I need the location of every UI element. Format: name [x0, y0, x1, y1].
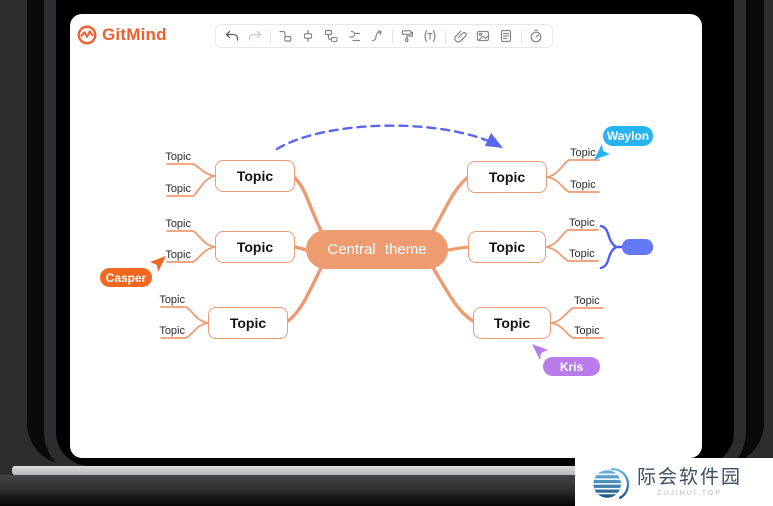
subtopic-label[interactable]: Topic: [159, 325, 185, 337]
kris-cursor-icon: [532, 344, 548, 360]
hyperlink-icon[interactable]: [452, 28, 469, 45]
watermark: 际会软件园 ZUJIHUI.TOP: [575, 458, 773, 506]
subtopic-label[interactable]: Topic: [165, 151, 191, 163]
subtopic-label[interactable]: Topic: [570, 147, 596, 159]
globe-icon: [593, 465, 631, 502]
topic-node-right-3[interactable]: Topic: [473, 307, 551, 339]
subtopic-label[interactable]: Topic: [165, 218, 191, 230]
subtopic-label[interactable]: Topic: [569, 217, 595, 229]
subtopic-branches: [160, 159, 604, 339]
brand-name: GitMind: [102, 25, 167, 44]
mindmap-canvas[interactable]: [70, 14, 702, 458]
watermark-title: 际会软件园: [637, 467, 743, 488]
subtopic-label[interactable]: Topic: [574, 295, 600, 307]
collaborator-badge-waylon: Waylon: [603, 126, 653, 146]
insert-subtopic-icon[interactable]: [323, 28, 340, 45]
topic-node-left-3[interactable]: Topic: [208, 307, 288, 339]
toolbar-divider: [391, 29, 393, 43]
summary-group[interactable]: [599, 224, 653, 270]
gitmind-logo-icon: [77, 25, 97, 45]
central-branches: [286, 176, 475, 323]
casper-cursor-icon: [150, 256, 166, 272]
subtopic-label[interactable]: Topic: [165, 249, 191, 261]
waylon-cursor-icon: [594, 144, 610, 160]
relation-line-icon[interactable]: [369, 28, 386, 45]
outline-icon[interactable]: [346, 28, 363, 45]
topic-node-right-2[interactable]: Topic: [468, 231, 546, 263]
toolbar-divider: [444, 29, 446, 43]
subtopic-label[interactable]: Topic: [159, 294, 185, 306]
insert-parent-topic-icon[interactable]: [277, 28, 294, 45]
image-icon[interactable]: [475, 28, 492, 45]
subtopic-label[interactable]: Topic: [165, 183, 191, 195]
app-screen: GitMind: [70, 14, 702, 458]
subtopic-label[interactable]: Topic: [570, 179, 596, 191]
relation-arrowhead: [485, 133, 503, 148]
collaborator-badge-kris: Kris: [543, 357, 600, 376]
collaborator-badge-casper: Casper: [100, 268, 152, 287]
laptop-hinge: [12, 466, 718, 475]
toolbar-divider: [520, 29, 522, 43]
subtopic-label[interactable]: Topic: [574, 325, 600, 337]
redo-icon[interactable]: [247, 28, 264, 45]
toolbar-divider: [269, 29, 271, 43]
insert-topic-icon[interactable]: [300, 28, 317, 45]
topic-node-left-1[interactable]: Topic: [215, 160, 295, 192]
summary-bracket: [599, 224, 619, 270]
undo-icon[interactable]: [224, 28, 241, 45]
format-painter-icon[interactable]: [399, 28, 416, 45]
central-theme-node[interactable]: Central theme: [306, 230, 448, 269]
topic-node-left-2[interactable]: Topic: [215, 231, 295, 263]
gitmind-logo: GitMind: [76, 24, 167, 46]
subtopic-label[interactable]: Topic: [569, 248, 595, 260]
summary-node[interactable]: [622, 239, 653, 255]
watermark-subtitle: ZUJIHUI.TOP: [656, 490, 723, 497]
timer-icon[interactable]: [528, 28, 545, 45]
relation-arrow[interactable]: [275, 124, 503, 151]
text-icon[interactable]: [422, 28, 439, 45]
note-icon[interactable]: [498, 28, 515, 45]
toolbar: [215, 24, 553, 48]
topic-node-right-1[interactable]: Topic: [467, 161, 547, 193]
